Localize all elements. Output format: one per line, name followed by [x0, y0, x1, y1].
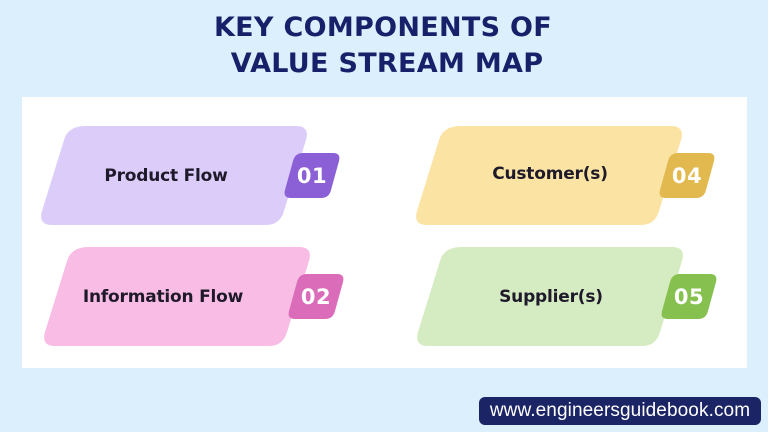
- page-title: KEY COMPONENTS OF VALUE STREAM MAP: [0, 10, 768, 82]
- number-badge-02: 02: [287, 274, 345, 319]
- card-shape-product-flow: [41, 126, 307, 225]
- card-shape-information-flow: [44, 247, 310, 346]
- card-bg: [417, 247, 683, 346]
- component-label: Information Flow: [82, 287, 244, 307]
- badge-shape: [284, 153, 340, 198]
- card-bg: [41, 126, 307, 225]
- component-card-suppliers: Supplier(s): [414, 247, 686, 346]
- component-label: Product Flow: [104, 166, 228, 186]
- badge-number: 01: [296, 163, 328, 188]
- card-bg: [44, 247, 310, 346]
- badge-number: 02: [300, 284, 332, 309]
- badge-shape: [288, 274, 344, 319]
- website-url-banner: www.engineersguidebook.com: [479, 397, 761, 425]
- component-card-information-flow: Information Flow: [41, 247, 313, 346]
- card-shape-suppliers: [417, 247, 683, 346]
- card-shape-customers: [416, 126, 682, 225]
- number-badge-01: 01: [283, 153, 341, 198]
- badge-number: 05: [673, 284, 705, 309]
- badge-shape: [661, 274, 717, 319]
- component-label: Supplier(s): [499, 287, 603, 307]
- badge-shape: [659, 153, 715, 198]
- badge-number: 04: [671, 163, 703, 188]
- component-card-product-flow: Product Flow: [38, 126, 310, 225]
- component-label: Customer(s): [492, 164, 608, 184]
- component-card-customers: Customer(s): [413, 126, 685, 225]
- title-line-2: VALUE STREAM MAP: [230, 48, 544, 79]
- title-line-1: KEY COMPONENTS OF: [213, 12, 553, 43]
- number-badge-05: 05: [660, 274, 718, 319]
- card-bg: [416, 126, 682, 225]
- number-badge-04: 04: [658, 153, 716, 198]
